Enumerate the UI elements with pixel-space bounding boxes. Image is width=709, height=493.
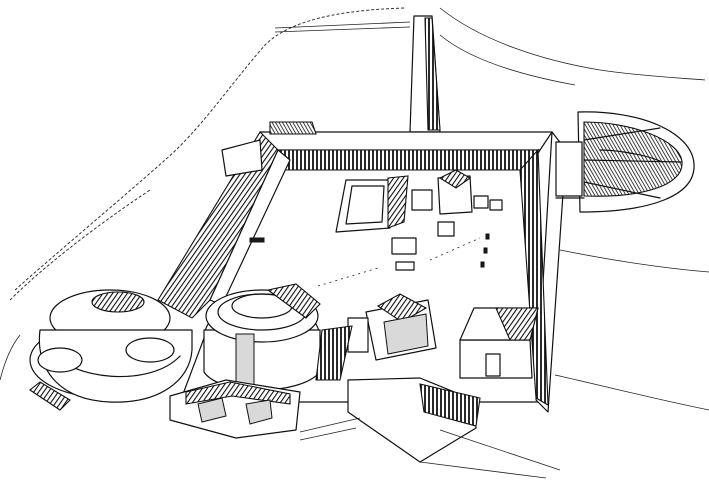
processional-path <box>317 237 481 287</box>
central-temple <box>347 293 437 361</box>
south-approach-road <box>299 377 561 479</box>
southeast-gabled-building <box>459 307 539 379</box>
domed-rotunda <box>203 283 321 391</box>
theatre <box>555 111 695 213</box>
court-buildings <box>249 169 503 271</box>
terrain-contours <box>0 7 709 411</box>
west-rotunda <box>29 289 193 411</box>
entrance-propylon <box>169 325 353 439</box>
north-stoa-road <box>274 15 441 133</box>
